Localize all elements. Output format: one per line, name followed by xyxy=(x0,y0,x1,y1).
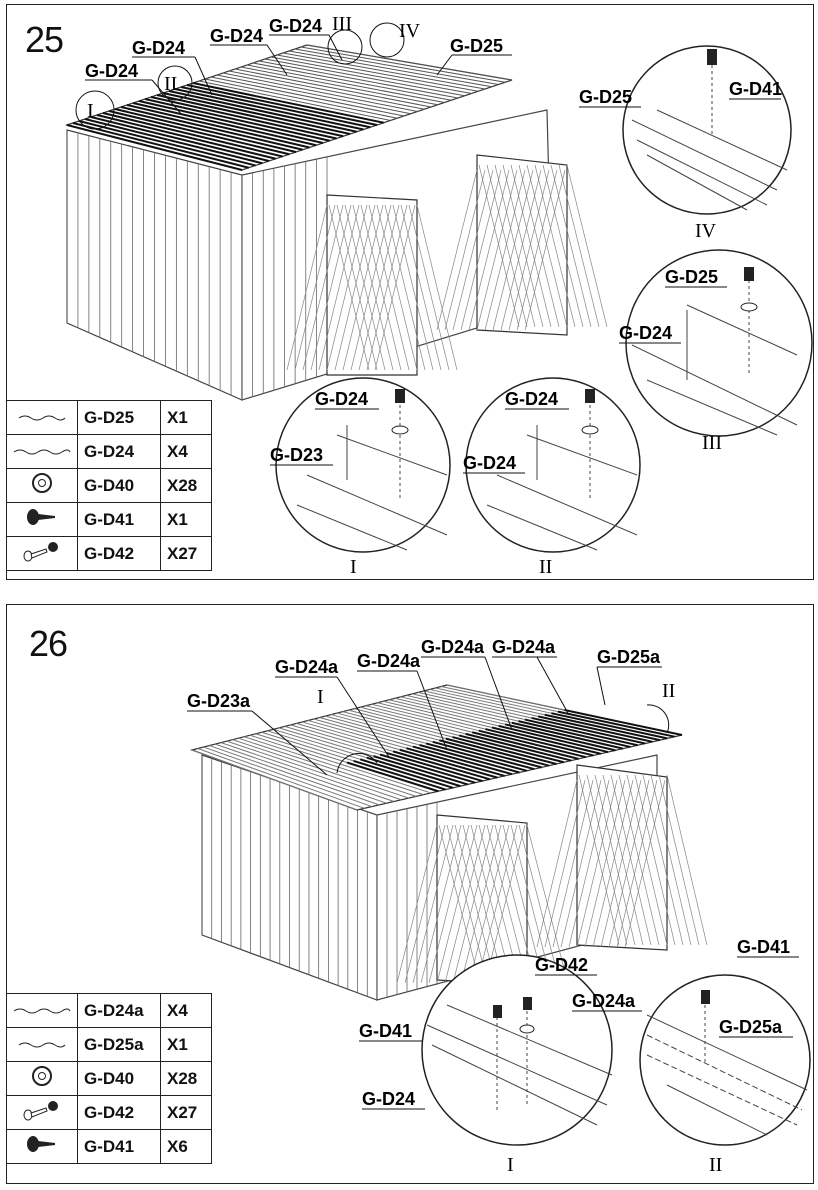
part-qty: X1 xyxy=(160,1027,212,1062)
detail-iii-bottom-label: G-D24 xyxy=(619,323,672,343)
step-25-illustration: G-D24 G-D24 G-D24 G-D24 G-D25 I II III I… xyxy=(64,13,813,578)
detail-i-top-label: G-D42 xyxy=(535,955,588,975)
callout-roman-ii: II xyxy=(662,680,675,702)
detail-iv: G-D25 G-D41 IV xyxy=(579,45,792,242)
part-qty: X6 xyxy=(160,1129,212,1164)
part-code: G-D25 xyxy=(77,400,161,435)
part-code: G-D40 xyxy=(77,468,161,503)
callout-roman-i: I xyxy=(87,100,94,122)
detail-ii-caption: II xyxy=(709,1154,722,1176)
callout-roman-ii: II xyxy=(164,73,177,95)
callout-d24-d: G-D24 xyxy=(269,16,322,36)
part-code: G-D25a xyxy=(77,1027,161,1062)
detail-ii-caption: II xyxy=(539,556,552,578)
long-panel-icon xyxy=(18,415,66,420)
part-code: G-D41 xyxy=(77,1129,161,1164)
detail-ii: G-D24 G-D24 II xyxy=(463,377,641,578)
parts-row: G-D41 X6 xyxy=(6,1129,212,1164)
step-number: 26 xyxy=(29,623,68,664)
callout-d24-a: G-D24 xyxy=(85,61,138,81)
parts-table: G-D24a X4 G-D25a X1 G-D40 X28 G-D42 X27 … xyxy=(6,993,212,1164)
part-qty: X4 xyxy=(160,993,212,1028)
callout-roman-i: I xyxy=(317,686,324,708)
part-qty: X27 xyxy=(160,536,212,571)
part-code: G-D41 xyxy=(77,502,161,537)
bolt-nut-icon xyxy=(23,1101,58,1121)
parts-row: G-D40 X28 xyxy=(6,1061,212,1096)
shed-illustration xyxy=(64,44,608,401)
long-panel-icon xyxy=(13,1008,71,1013)
screw-icon xyxy=(27,509,55,525)
step-26-panel: 26 G-D23a G-D24a G-D24a G-D24a G-D24a G- xyxy=(6,604,814,1184)
callout-roman-iv: IV xyxy=(399,20,421,42)
callout-roman-iii: III xyxy=(332,13,352,35)
parts-table: G-D25 X1 G-D24 X4 G-D40 X28 G-D41 X1 G-D… xyxy=(6,400,212,571)
detail-i-bottom-label: G-D24 xyxy=(362,1089,415,1109)
part-qty: X28 xyxy=(160,1061,212,1096)
callout-d24-b: G-D24 xyxy=(132,38,185,58)
detail-ii-top-label: G-D24 xyxy=(505,389,558,409)
callout-d23a: G-D23a xyxy=(187,691,251,711)
callout-d25: G-D25 xyxy=(450,36,503,56)
callout-d25a: G-D25a xyxy=(597,647,661,667)
parts-row: G-D42 X27 xyxy=(6,1095,212,1130)
detail-ii: G-D41 G-D25a II xyxy=(639,937,811,1176)
step-25-panel: 25 G-D24 G-D24 G-D24 xyxy=(6,4,814,580)
parts-row: G-D40 X28 xyxy=(6,468,212,503)
parts-row: G-D25a X1 xyxy=(6,1027,212,1062)
part-qty: X27 xyxy=(160,1095,212,1130)
part-code: G-D42 xyxy=(77,536,161,571)
shed-illustration xyxy=(189,684,708,1001)
detail-i-right-label: G-D24a xyxy=(572,991,636,1011)
callout-leaders xyxy=(75,22,512,130)
part-qty: X28 xyxy=(160,468,212,503)
detail-iv-caption: IV xyxy=(695,220,717,242)
long-panel-icon xyxy=(13,449,71,454)
detail-ii-top-label: G-D41 xyxy=(737,937,790,957)
detail-iii-top-label: G-D25 xyxy=(665,267,718,287)
bolt-nut-icon xyxy=(23,542,58,562)
detail-ii-right-label: G-D25a xyxy=(719,1017,783,1037)
detail-ii-bottom-label: G-D24 xyxy=(463,453,516,473)
parts-row: G-D24a X4 xyxy=(6,993,212,1028)
screw-icon xyxy=(27,1136,55,1152)
step-number: 25 xyxy=(25,19,64,60)
callout-d24a-1: G-D24a xyxy=(275,657,339,677)
detail-i-caption: I xyxy=(350,556,357,578)
callout-d24a-4: G-D24a xyxy=(492,637,556,657)
part-code: G-D24 xyxy=(77,434,161,469)
callout-d24-c: G-D24 xyxy=(210,26,263,46)
parts-row: G-D24 X4 xyxy=(6,434,212,469)
callout-leaders xyxy=(187,656,670,776)
long-panel-icon xyxy=(18,1042,66,1047)
parts-row: G-D25 X1 xyxy=(6,400,212,435)
detail-iv-right-label: G-D41 xyxy=(729,79,782,99)
washer-icon xyxy=(32,1066,52,1086)
parts-row: G-D41 X1 xyxy=(6,502,212,537)
callout-d24a-3: G-D24a xyxy=(421,637,485,657)
step-26-illustration: G-D23a G-D24a G-D24a G-D24a G-D24a G-D25… xyxy=(187,637,811,1176)
part-qty: X1 xyxy=(160,400,212,435)
part-code: G-D40 xyxy=(77,1061,161,1096)
detail-i-left-label: G-D41 xyxy=(359,1021,412,1041)
callout-d24a-2: G-D24a xyxy=(357,651,421,671)
part-qty: X1 xyxy=(160,502,212,537)
part-code: G-D24a xyxy=(77,993,161,1028)
part-qty: X4 xyxy=(160,434,212,469)
detail-iv-left-label: G-D25 xyxy=(579,87,632,107)
detail-i-caption: I xyxy=(507,1154,514,1176)
detail-i: G-D24 G-D23 I xyxy=(270,377,451,578)
detail-i: G-D42 G-D24a G-D41 G-D24 I xyxy=(359,954,642,1176)
parts-row: G-D42 X27 xyxy=(6,536,212,571)
detail-iii-caption: III xyxy=(702,432,722,454)
part-code: G-D42 xyxy=(77,1095,161,1130)
washer-icon xyxy=(32,473,52,493)
detail-iii: G-D25 G-D24 III xyxy=(619,249,813,454)
detail-i-bottom-label: G-D23 xyxy=(270,445,323,465)
detail-i-top-label: G-D24 xyxy=(315,389,368,409)
